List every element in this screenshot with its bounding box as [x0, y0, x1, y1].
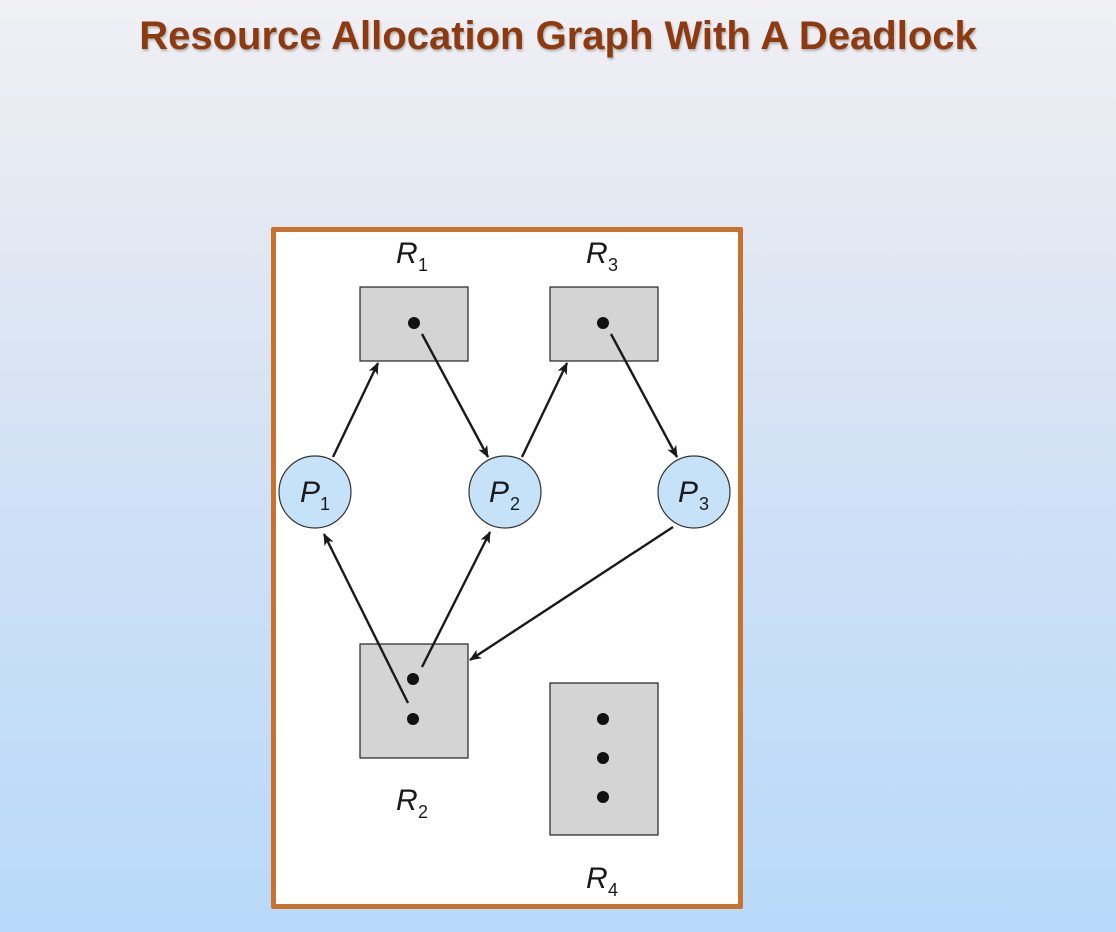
diagram-frame [271, 227, 743, 909]
process-p2: P 2 [468, 455, 542, 529]
resource-r4-instance [597, 713, 609, 725]
resource-r1 [359, 286, 469, 362]
process-p3: P 3 [657, 455, 731, 529]
edge-r2-p2 [420, 531, 492, 668]
label-r3: R 3 [586, 237, 618, 275]
edge-p3-r2 [469, 525, 674, 662]
resource-r3-instance [597, 317, 609, 329]
label-r2-subscript: 2 [418, 802, 428, 822]
label-r4: R 4 [586, 862, 618, 900]
resource-r2-instance [407, 713, 419, 725]
slide-title: Resource Allocation Graph With A Deadloc… [139, 14, 977, 58]
label-r2: R 2 [396, 784, 428, 822]
process-p1-subscript: 1 [320, 494, 330, 514]
edge-r1-p2 [420, 333, 490, 458]
resource-r2-instance [407, 673, 419, 685]
edge-p2-r3 [520, 362, 569, 458]
process-p1-letter: P [300, 476, 320, 509]
resource-r4-instance [597, 752, 609, 764]
edge-r2-p1 [322, 533, 410, 704]
label-r4-letter: R [586, 862, 608, 895]
edge-p1-r1 [331, 362, 380, 458]
resource-r4-instance [597, 791, 609, 803]
label-r1: R 1 [396, 237, 428, 275]
process-p3-letter: P [678, 476, 698, 509]
resource-r2 [359, 643, 469, 759]
label-r1-subscript: 1 [418, 255, 428, 275]
label-r1-letter: R [396, 237, 418, 270]
label-r3-letter: R [586, 237, 608, 270]
label-r3-subscript: 3 [608, 255, 618, 275]
resource-r1-instance [408, 317, 420, 329]
process-p1: P 1 [278, 455, 352, 529]
label-r4-subscript: 4 [608, 880, 618, 900]
process-p3-subscript: 3 [699, 494, 709, 514]
label-r2-letter: R [396, 784, 418, 817]
resource-r4 [549, 682, 659, 836]
edge-r3-p3 [609, 333, 679, 458]
process-p2-subscript: 2 [510, 494, 520, 514]
process-p2-letter: P [489, 476, 509, 509]
resource-r3 [549, 286, 659, 362]
